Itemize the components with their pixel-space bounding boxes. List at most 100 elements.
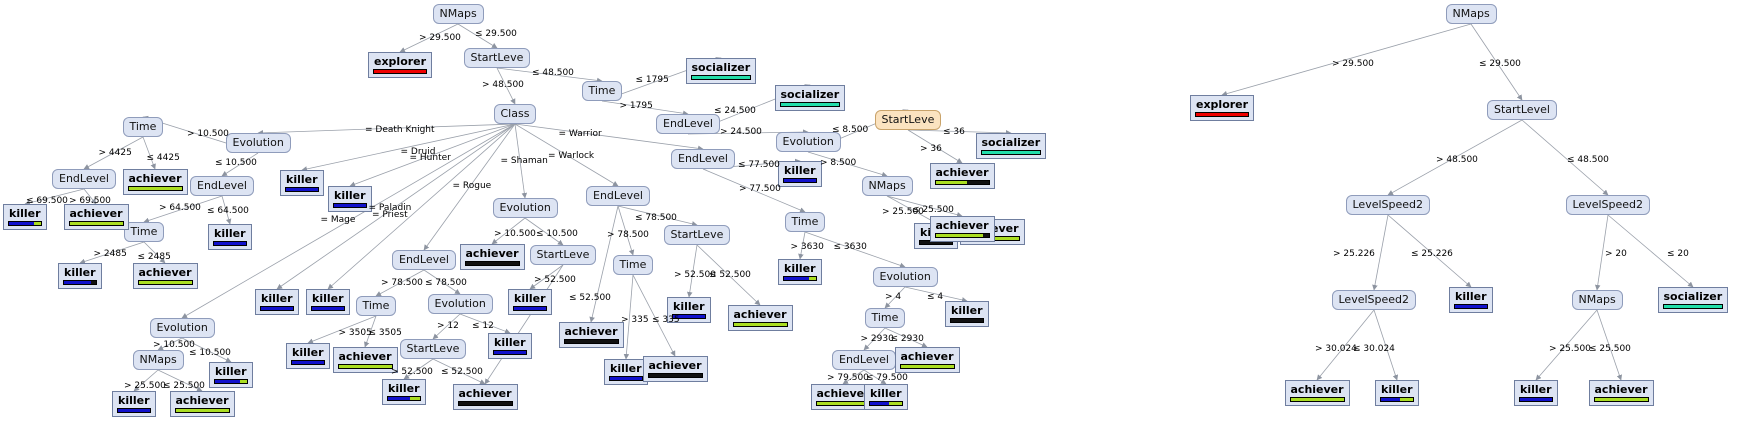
edge-label: ≤ 25.500	[912, 205, 954, 215]
tree-edge	[798, 231, 806, 260]
tree-node-n-sl-w[interactable]: StartLeve	[663, 225, 731, 245]
tree-edge	[514, 123, 528, 199]
leaf-l-soc1[interactable]: socializer	[685, 58, 757, 84]
leaf-l-k-ell[interactable]: killer	[3, 204, 47, 230]
leaf-l-ach-r1[interactable]: achiever	[332, 347, 398, 373]
tree-node-r-root[interactable]: NMaps	[1445, 4, 1497, 24]
tree-node-n-evo-s[interactable]: Evolution	[492, 198, 558, 218]
leaf-l-soc3[interactable]: socializer	[975, 133, 1047, 159]
leaf-l-k-dk[interactable]: killer	[280, 170, 324, 196]
tree-node-n-time-w[interactable]: Time	[612, 255, 654, 275]
distribution-segment-killer	[784, 277, 810, 280]
tree-node-n-sl2[interactable]: StartLeve	[874, 110, 942, 130]
leaf-l-k-hunter2[interactable]: killer	[306, 289, 350, 315]
tree-node-n-start[interactable]: StartLeve	[463, 48, 531, 68]
class-distribution-bar	[127, 186, 183, 191]
tree-node-n-evo2[interactable]: Evolution	[872, 267, 938, 287]
tree-node-n-el-r[interactable]: EndLevel	[392, 250, 456, 270]
leaf-l-k-tl2[interactable]: killer	[58, 263, 102, 289]
leaf-l-ach-w2[interactable]: achiever	[642, 356, 708, 382]
tree-edge	[1387, 119, 1523, 196]
leaf-label: killer	[388, 382, 420, 395]
tree-node-r-ls3[interactable]: LevelSpeed2	[1331, 290, 1417, 310]
edge-label: ≤ 69.500	[26, 196, 68, 206]
tree-node-n-el-w[interactable]: EndLevel	[586, 186, 650, 206]
leaf-l-k-druid[interactable]: killer	[328, 186, 372, 212]
leaf-r-soc[interactable]: socializer	[1657, 287, 1729, 313]
tree-node-n-el2[interactable]: EndLevel	[671, 149, 735, 169]
tree-node-n-root[interactable]: NMaps	[432, 4, 484, 24]
leaf-l-k-el4[interactable]: killer	[864, 384, 908, 410]
tree-node-n-timel2[interactable]: Time	[123, 222, 165, 242]
tree-node-r-ls1[interactable]: LevelSpeed2	[1345, 195, 1431, 215]
leaf-l-k-evol[interactable]: killer	[208, 224, 252, 250]
leaf-l-k-slr[interactable]: killer	[382, 379, 426, 405]
leaf-label: killer	[784, 164, 816, 177]
tree-node-n-nm2[interactable]: NMaps	[861, 176, 913, 196]
edge-label: > 2485	[93, 249, 127, 259]
leaf-l-ach-nmh[interactable]: achiever	[169, 391, 235, 417]
tree-node-n-sl-r[interactable]: StartLeve	[399, 339, 467, 359]
leaf-l-explorer[interactable]: explorer	[368, 52, 433, 78]
tree-node-n-nm-h[interactable]: NMaps	[132, 350, 184, 370]
leaf-l-k-nmh[interactable]: killer	[112, 391, 156, 417]
edge-label: > 30.024	[1315, 344, 1357, 354]
leaf-l-k-evoh[interactable]: killer	[209, 362, 253, 388]
tree-node-n-time1[interactable]: Time	[581, 81, 623, 101]
distribution-segment-killer	[1381, 398, 1400, 401]
tree-node-n-time3[interactable]: Time	[784, 212, 826, 232]
leaf-l-k-evor[interactable]: killer	[488, 333, 532, 359]
tree-node-r-nm[interactable]: NMaps	[1571, 290, 1623, 310]
edge-label: > 77.500	[739, 184, 781, 194]
tree-node-n-time4[interactable]: Time	[864, 308, 906, 328]
leaf-l-k-el1[interactable]: killer	[778, 161, 822, 187]
leaf-l-k-w2[interactable]: killer	[667, 297, 711, 323]
leaf-r-k3[interactable]: killer	[1514, 380, 1558, 406]
leaf-l-ach-evos[interactable]: achiever	[459, 244, 525, 270]
leaf-l-ach-nm2[interactable]: achiever	[929, 216, 995, 242]
leaf-r-ach2[interactable]: achiever	[1588, 380, 1654, 406]
tree-node-n-timel[interactable]: Time	[122, 117, 164, 137]
tree-node-n-ell[interactable]: EndLevel	[52, 169, 116, 189]
leaf-l-soc2[interactable]: socializer	[774, 85, 846, 111]
tree-node-n-class[interactable]: Class	[493, 104, 537, 124]
leaf-l-ach-w[interactable]: achiever	[558, 322, 624, 348]
tree-node-n-evo-r[interactable]: Evolution	[427, 294, 493, 314]
tree-node-n-el4[interactable]: EndLevel	[832, 350, 896, 370]
tree-node-n-el2l[interactable]: EndLevel	[190, 176, 254, 196]
leaf-label: killer	[1455, 290, 1487, 303]
leaf-l-ach-tl[interactable]: achiever	[122, 169, 188, 195]
leaf-l-k-evo2[interactable]: killer	[945, 301, 989, 327]
leaf-l-ach-t4[interactable]: achiever	[894, 347, 960, 373]
edge-label: ≤ 335	[652, 315, 680, 325]
tree-node-r-ls2[interactable]: LevelSpeed2	[1565, 195, 1651, 215]
distribution-segment-achiever	[69, 222, 123, 225]
tree-node-r-sl[interactable]: StartLevel	[1487, 100, 1557, 120]
tree-node-n-evo1[interactable]: Evolution	[775, 132, 841, 152]
edge-label: ≤ 29.500	[475, 29, 517, 39]
leaf-l-k-w[interactable]: killer	[604, 359, 648, 385]
tree-node-n-sl-s[interactable]: StartLeve	[529, 245, 597, 265]
leaf-l-ach-slr[interactable]: achiever	[452, 384, 518, 410]
leaf-l-ach-t3[interactable]: achiever	[929, 163, 995, 189]
tree-node-n-time-r[interactable]: Time	[355, 296, 397, 316]
leaf-r-k2[interactable]: killer	[1375, 380, 1419, 406]
tree-node-n-el1[interactable]: EndLevel	[656, 114, 720, 134]
leaf-l-k-r1[interactable]: killer	[286, 343, 330, 369]
leaf-l-ach-w3[interactable]: achiever	[727, 305, 793, 331]
leaf-r-ach1[interactable]: achiever	[1284, 380, 1350, 406]
tree-node-n-evo-h[interactable]: Evolution	[149, 318, 215, 338]
leaf-l-k-sls[interactable]: killer	[508, 289, 552, 315]
tree-edge	[601, 100, 689, 117]
leaf-label: killer	[118, 394, 150, 407]
leaf-l-k-hunter1[interactable]: killer	[255, 289, 299, 315]
leaf-r-explorer[interactable]: explorer	[1190, 95, 1255, 121]
tree-node-n-evol[interactable]: Evolution	[225, 133, 291, 153]
edge-label: = Warlock	[548, 151, 595, 161]
class-distribution-bar	[899, 364, 955, 369]
leaf-l-k-w3[interactable]: killer	[778, 259, 822, 285]
leaf-l-ach-tl2[interactable]: achiever	[132, 263, 198, 289]
leaf-l-ach-ell[interactable]: achiever	[63, 204, 129, 230]
edge-label: ≤ 3505	[368, 328, 402, 338]
leaf-r-k1[interactable]: killer	[1449, 287, 1493, 313]
